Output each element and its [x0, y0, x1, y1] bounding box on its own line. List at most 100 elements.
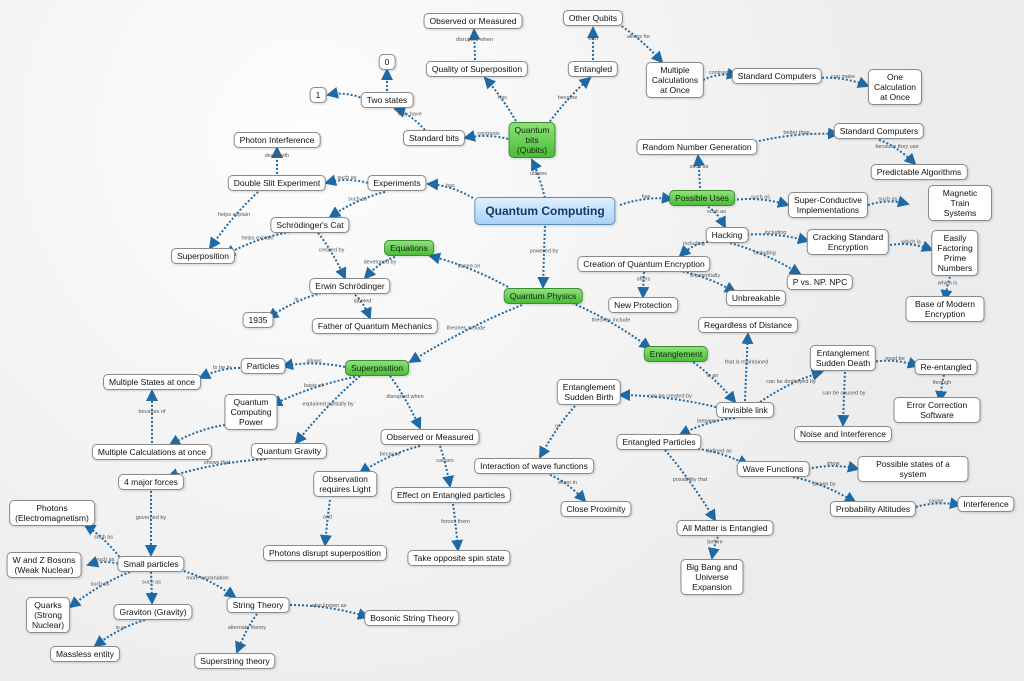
node-4-major-forces[interactable]: 4 major forces: [118, 474, 184, 490]
node-photon-interference[interactable]: Photon Interference: [233, 132, 321, 148]
node-string-theory[interactable]: String Theory: [226, 597, 290, 613]
edge-label-through: through: [933, 380, 952, 386]
node-possible-uses[interactable]: Possible Uses: [669, 190, 735, 206]
connector-such_as_sc: [328, 191, 386, 219]
node-double-slit-experiment[interactable]: Double Slit Experiment: [227, 175, 327, 191]
node-new-protection[interactable]: New Protection: [608, 297, 678, 313]
node-erwin-schrodinger[interactable]: Erwin Schrödinger: [309, 278, 391, 294]
node-re-entangled[interactable]: Re-entangled: [914, 359, 978, 375]
node-father-of-quantum-mechanics[interactable]: Father of Quantum Mechanics: [311, 318, 439, 334]
edge-label-more_explanation: more explanation: [186, 576, 228, 582]
node-schrodingers-cat[interactable]: Schrödinger's Cat: [270, 217, 350, 233]
edge-label-including_3: including: [683, 241, 705, 247]
node-noise-and-interference[interactable]: Noise and Interference: [794, 426, 892, 442]
node-quantum-bits[interactable]: Quantum bits (Qubits): [508, 122, 556, 158]
node-possible-states-of-a-system[interactable]: Possible states of a system: [857, 456, 969, 482]
connector-show: [807, 460, 860, 473]
node-big-bang-and-universe-expansion[interactable]: Big Bang and Universe Expansion: [680, 559, 744, 595]
node-zero[interactable]: 0: [378, 54, 396, 70]
edge-label-such_as_q: such as: [91, 582, 110, 588]
node-all-matter-is-entangled[interactable]: All Matter is Entangled: [676, 520, 774, 536]
node-easily-factoring-prime-numbers[interactable]: Easily Factoring Prime Numbers: [931, 230, 979, 276]
edge-label-between: between: [697, 419, 718, 425]
node-p-vs-np[interactable]: P vs. NP. NPC: [786, 274, 854, 290]
node-observed-or-measured[interactable]: Observed or Measured: [380, 429, 480, 445]
edge-label-such_as_mag: such as: [879, 197, 898, 203]
node-quantum-gravity[interactable]: Quantum Gravity: [250, 443, 328, 459]
node-two-states[interactable]: Two states: [360, 92, 414, 108]
node-bosonic-string-theory[interactable]: Bosonic String Theory: [364, 610, 460, 626]
node-entangled-particles[interactable]: Entangled Particles: [616, 434, 702, 450]
connector-created_by: [317, 232, 347, 280]
node-cracking-standard-encryption[interactable]: Cracking Standard Encryption: [806, 229, 890, 255]
node-unbreakable[interactable]: Unbreakable: [725, 290, 787, 306]
node-probability-altitudes[interactable]: Probability Altitudes: [829, 501, 917, 517]
connector-such_as_w: [86, 556, 123, 568]
node-photons-disrupt-superposition[interactable]: Photons disrupt superposition: [263, 545, 387, 561]
node-take-opposite-spin-state[interactable]: Take opposite spin state: [407, 550, 511, 566]
edge-label-alternate_theory: alternate theory: [228, 625, 266, 631]
node-entanglement-sudden-death[interactable]: Entanglement Sudden Death: [809, 345, 877, 371]
edge-label-basis_of: basis of: [304, 383, 323, 389]
node-one-calculation-at-once[interactable]: One Calculation at Once: [867, 69, 923, 105]
node-massless-entity[interactable]: Massless entity: [49, 646, 121, 662]
node-predictable-algorithms[interactable]: Predictable Algorithms: [870, 164, 968, 180]
node-effect-on-entangled-particles[interactable]: Effect on Entangled particles: [390, 487, 512, 503]
central-topic-quantum-computing[interactable]: Quantum Computing: [474, 197, 616, 225]
node-invisible-link[interactable]: Invisible link: [716, 402, 774, 418]
edge-label-because_of: because of: [139, 409, 166, 415]
node-other-qubits[interactable]: Other Qubits: [562, 10, 624, 26]
node-magnetic-train-systems[interactable]: Magnetic Train Systems: [928, 185, 992, 221]
node-experiments[interactable]: Experiments: [367, 175, 427, 191]
node-quality-of-superposition[interactable]: Quality of Superposition: [425, 61, 529, 77]
node-interaction-of-wave-functions[interactable]: Interaction of wave functions: [474, 458, 594, 474]
node-base-of-modern-encryption[interactable]: Base of Modern Encryption: [905, 296, 985, 322]
node-regardless-of-distance[interactable]: Regardless of Distance: [698, 317, 798, 333]
connector-theories_include_sup: [408, 304, 523, 364]
node-1935[interactable]: 1935: [242, 312, 274, 328]
edge-label-before: before: [707, 540, 723, 546]
node-observation-requires-light[interactable]: Observation requires Light: [313, 471, 377, 497]
connector-is_a: [93, 619, 146, 648]
node-standard-computers-top[interactable]: Standard Computers: [731, 68, 823, 84]
node-superstring-theory[interactable]: Superstring theory: [194, 653, 276, 669]
node-close-proximity[interactable]: Close Proximity: [560, 501, 632, 517]
node-standard-bits[interactable]: Standard bits: [402, 130, 466, 146]
node-equations[interactable]: Equations: [384, 240, 434, 256]
node-hacking[interactable]: Hacking: [705, 227, 749, 243]
node-quantum-computing-power[interactable]: Quantum Computing Power: [224, 394, 278, 430]
edge-label-theories_include_ent: theories include: [592, 318, 631, 324]
connector-multiple_calc_once: [168, 424, 226, 447]
node-random-number-generation[interactable]: Random Number Generation: [636, 139, 758, 155]
node-interference[interactable]: Interference: [957, 496, 1015, 512]
node-wave-functions[interactable]: Wave Functions: [736, 461, 810, 477]
node-superposition-left[interactable]: Superposition: [171, 248, 235, 264]
node-superposition[interactable]: Superposition: [345, 360, 409, 376]
connector-powered_by: [537, 225, 550, 289]
node-standard-computers-right[interactable]: Standard Computers: [833, 123, 925, 139]
node-multiple-calculations-at-once-left[interactable]: Multiple Calculations at once: [91, 444, 213, 460]
node-multiple-states-at-once[interactable]: Multiple States at once: [103, 374, 201, 390]
node-w-and-z-bosons[interactable]: W and Z Bosons (Weak Nuclear): [6, 552, 82, 578]
edge-label-labeled: labeled: [354, 299, 372, 305]
node-error-correction-software[interactable]: Error Correction Software: [893, 397, 981, 423]
connector-explained_partially_by: [294, 375, 361, 445]
connector-utilizes: [531, 158, 546, 199]
node-creation-of-quantum-encryption[interactable]: Creation of Quantum Encryption: [577, 256, 711, 272]
node-multiple-calculations-at-once[interactable]: Multiple Calculations at Once: [645, 62, 705, 98]
node-quarks-strong-nuclear[interactable]: Quarks (Strong Nuclear): [25, 597, 71, 633]
node-small-particles[interactable]: Small particles: [117, 556, 185, 572]
connector-including_3: [678, 241, 709, 258]
node-super-conductive-implementations[interactable]: Super-Conductive Implementations: [787, 192, 869, 218]
node-entanglement-sudden-birth[interactable]: Entanglement Sudden Birth: [556, 379, 622, 405]
node-quantum-physics[interactable]: Quantum Physics: [503, 288, 583, 304]
connector-offers: [637, 271, 650, 299]
node-photons-electromagnetism[interactable]: Photons (Electromagnetism): [9, 500, 95, 526]
node-graviton-gravity[interactable]: Graviton (Gravity): [113, 604, 193, 620]
edge-label-show: show: [827, 461, 840, 467]
node-one[interactable]: 1: [309, 87, 327, 103]
node-particles[interactable]: Particles: [240, 358, 286, 374]
node-entanglement[interactable]: Entanglement: [643, 346, 709, 362]
node-entangled[interactable]: Entangled: [567, 61, 619, 77]
node-observed-or-measured-top[interactable]: Observed or Measured: [423, 13, 523, 29]
